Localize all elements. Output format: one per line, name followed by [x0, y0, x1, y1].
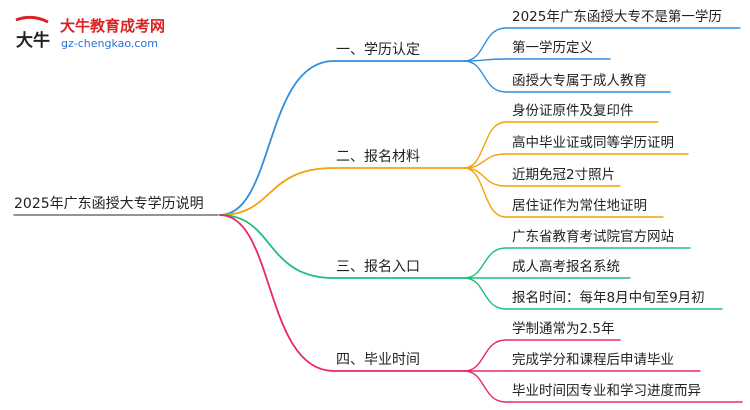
branch-topic: 四、毕业时间	[336, 352, 420, 368]
branch-topic: 一、学历认定	[336, 42, 420, 58]
leaf-connector	[463, 167, 507, 187]
leaf-topic: 完成学分和课程后申请毕业	[512, 352, 674, 368]
leaf-connector	[463, 121, 507, 169]
leaf-topic: 身份证原件及复印件	[512, 103, 634, 119]
root-topic: 2025年广东函授大专学历说明	[14, 196, 204, 212]
leaf-topic: 毕业时间因专业和学习进度而异	[512, 383, 701, 399]
branch-topic: 三、报名入口	[336, 259, 420, 275]
logo-url[interactable]: gz-chengkao.com	[61, 37, 158, 50]
leaf-connector	[463, 167, 507, 218]
leaf-connector	[463, 277, 507, 310]
logo-mark-icon: 大牛	[15, 15, 50, 51]
leaf-topic: 高中毕业证或同等学历证明	[512, 135, 674, 151]
branch-connector	[219, 214, 335, 279]
leaf-connector	[463, 27, 507, 62]
site-logo[interactable]: 大牛 大牛教育成考网 gz-chengkao.com	[8, 14, 208, 54]
leaf-topic: 报名时间：每年8月中旬至9月初	[512, 290, 705, 306]
leaf-connector	[463, 60, 507, 93]
branch-connector	[219, 167, 335, 216]
leaf-topic: 成人高考报名系统	[512, 259, 620, 275]
leaf-connector	[463, 370, 507, 403]
leaf-topic: 居住证作为常住地证明	[512, 198, 647, 214]
leaf-connector	[463, 153, 507, 169]
leaf-topic: 近期免冠2寸照片	[512, 167, 616, 183]
leaf-topic: 2025年广东函授大专不是第一学历	[512, 9, 722, 25]
logo-mark-text: 大牛	[16, 30, 50, 51]
leaf-topic: 广东省教育考试院官方网站	[512, 229, 674, 245]
branch-connector	[219, 60, 335, 216]
leaf-connector	[463, 339, 507, 372]
leaf-topic: 学制通常为2.5年	[512, 321, 615, 337]
branch-connector	[219, 214, 335, 372]
logo-title: 大牛教育成考网	[60, 17, 166, 35]
leaf-connector	[463, 247, 507, 279]
branch-topic: 二、报名材料	[336, 149, 420, 165]
leaf-topic: 函授大专属于成人教育	[512, 73, 647, 89]
leaf-topic: 第一学历定义	[512, 40, 593, 56]
